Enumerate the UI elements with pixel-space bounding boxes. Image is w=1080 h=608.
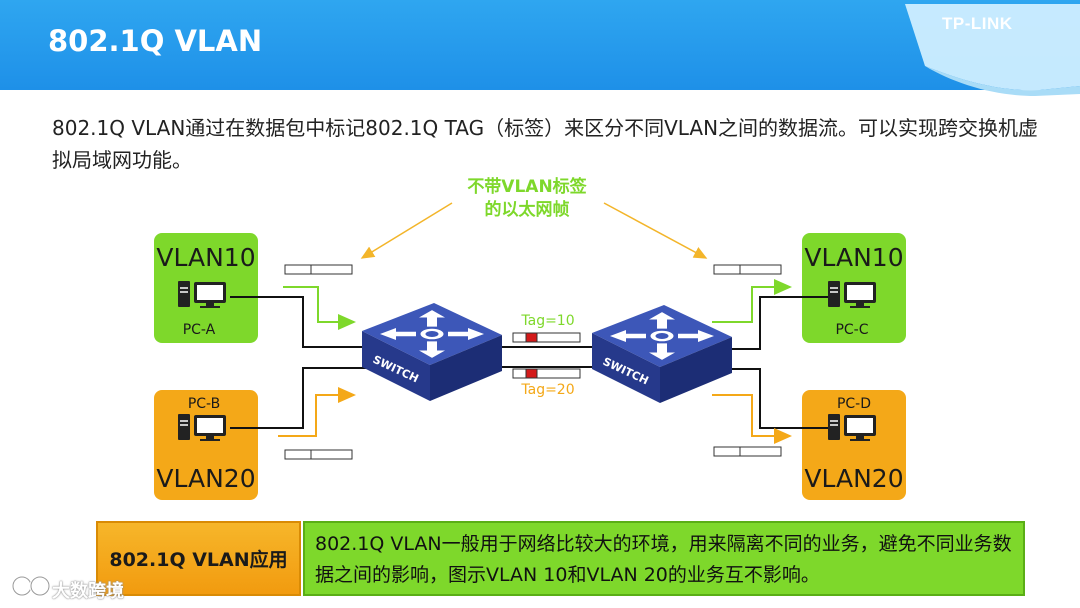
untagged-frames: [284, 264, 782, 460]
callout-arrow-right: [603, 202, 708, 259]
tp-link-logo: TP-LINK: [942, 14, 1013, 33]
tag-label-10: Tag=10: [520, 313, 574, 329]
vlan-label: VLAN10: [804, 243, 903, 272]
callout-arrow-left: [360, 202, 453, 259]
host-box-pc-c: VLAN10 PC-C: [802, 233, 906, 343]
watermark-logo-icon: [11, 575, 51, 597]
callout-line-1: 不带VLAN标签: [467, 176, 587, 197]
intro-paragraph: 802.1Q VLAN通过在数据包中标记802.1Q TAG（标签）来区分不同V…: [52, 116, 1039, 172]
cables: [230, 296, 828, 429]
host-box-pc-b: PC-B VLAN20: [154, 390, 258, 500]
switch-left-icon: SWITCH: [362, 303, 502, 401]
pc-label: PC-B: [188, 396, 220, 412]
pc-label: PC-C: [835, 322, 868, 338]
vlan-label: VLAN10: [156, 243, 255, 272]
banner-text: 802.1Q VLAN一般用于网络比较大的环境，用来隔离不同的业务，避免不同业务…: [303, 521, 1025, 596]
pc-label: PC-A: [183, 322, 216, 338]
pc-label: PC-D: [837, 396, 871, 412]
brand-ribbon: [905, 4, 1080, 96]
switch-right-icon: SWITCH: [592, 305, 732, 403]
flow-arrows: [278, 279, 792, 444]
banner-label: 802.1Q VLAN应用: [96, 521, 301, 596]
watermark-text: 大数跨境: [52, 581, 124, 602]
vlan-label: VLAN20: [804, 464, 903, 493]
host-box-pc-a: VLAN10 PC-A: [154, 233, 258, 343]
page-title: 802.1Q VLAN: [48, 24, 263, 58]
tag-label-20: Tag=20: [520, 382, 574, 398]
header-bar: 802.1Q VLAN: [0, 0, 1080, 90]
host-box-pc-d: PC-D VLAN20: [802, 390, 906, 500]
vlan-label: VLAN20: [156, 464, 255, 493]
callout-line-2: 的以太网帧: [485, 199, 570, 220]
tagged-frames: [512, 332, 581, 379]
